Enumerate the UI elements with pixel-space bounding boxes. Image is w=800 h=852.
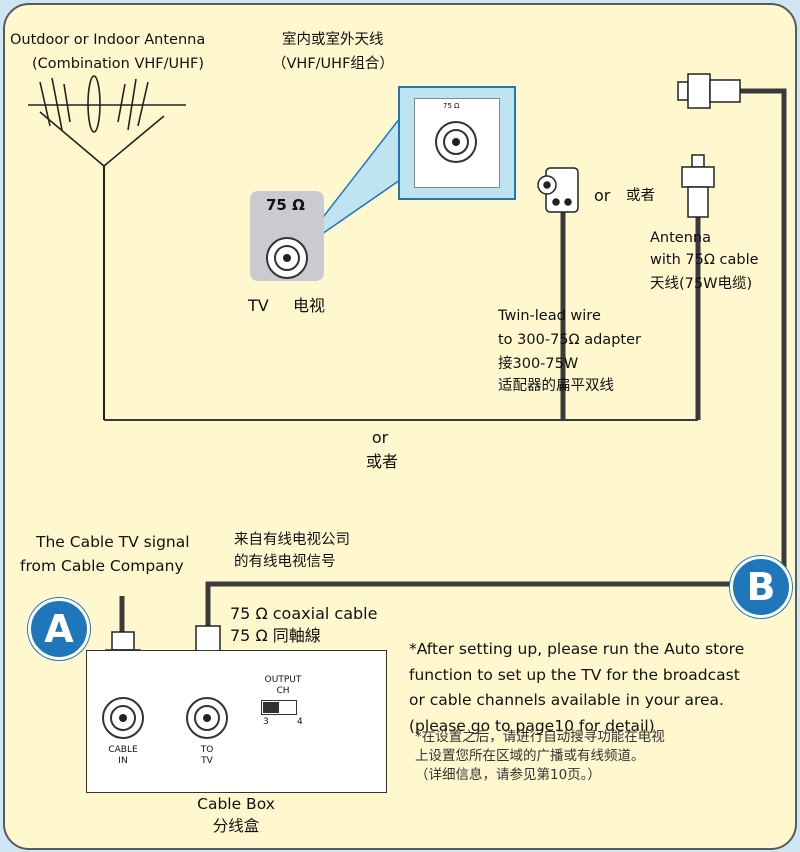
channel-3-label: 3 xyxy=(263,717,269,727)
cable-signal-cn-1: 来自有线电视公司 xyxy=(234,532,350,548)
twinlead-line4: 适配器的扁平双线 xyxy=(498,378,614,394)
twinlead-line2: to 300-75Ω adapter xyxy=(498,332,641,348)
cable-in-jack-icon xyxy=(102,697,144,739)
note-cn-2: 上设置您所在区域的广播或有线频道。 xyxy=(415,748,645,764)
cable-signal-en-1: The Cable TV signal xyxy=(36,533,190,551)
tv-ohm-label: 75 Ω xyxy=(266,196,305,214)
tv-label-en: TV xyxy=(248,296,269,315)
middle-or-cn: 或者 xyxy=(365,452,398,471)
antenna-label-cn-2: （VHF/UHF组合） xyxy=(272,56,394,72)
antenna-icon xyxy=(28,75,186,420)
output-label-1: OUTPUT xyxy=(264,675,302,685)
twinlead-line1: Twin-lead wire xyxy=(498,308,601,324)
tv-jack-zoom-callout: 75 Ω xyxy=(398,86,516,200)
antenna-label-en-2: (Combination VHF/UHF) xyxy=(32,56,205,72)
note-cn-3: （详细信息，请参见第10页。） xyxy=(415,767,601,783)
cable-box-label-en: Cable Box xyxy=(197,795,275,813)
tv-jack-panel: 75 Ω xyxy=(250,191,324,281)
antenna-label-cn-1: 室内或室外天线 xyxy=(282,32,384,48)
to-tv-jack-icon xyxy=(186,697,228,739)
tv-label-cn: 电视 xyxy=(293,296,326,315)
cable-box: CABLE IN TO TV OUTPUT CH 3 4 xyxy=(86,650,387,793)
antenna-label-en-1: Outdoor or Indoor Antenna xyxy=(10,32,206,48)
note-en-2: function to set up the TV for the broadc… xyxy=(409,665,740,684)
note-en-4: (please go to page10 for detail) xyxy=(409,716,655,735)
output-label-2: CH xyxy=(276,686,290,696)
output-channel-switch[interactable] xyxy=(261,700,297,715)
badge-b: B xyxy=(730,556,792,618)
coax-plug-icon xyxy=(681,154,715,218)
twin-lead-adapter-icon xyxy=(537,167,579,213)
note-en-3: or cable channels available in your area… xyxy=(409,691,724,709)
coaxial-label-cn: 75 Ω 同軸線 xyxy=(230,626,321,645)
cable-in-label-1: CABLE xyxy=(108,745,138,755)
twinlead-line3: 接300-75W xyxy=(498,356,579,372)
setup-note: *After setting up, please run the Auto s… xyxy=(409,637,784,739)
to-tv-label-1: TO xyxy=(200,745,214,755)
note-cn-1: *在设置之后，请进行自动搜寻功能在电视 xyxy=(415,729,665,745)
switch-knob xyxy=(263,702,279,713)
setup-note-cn: *在设置之后，请进行自动搜寻功能在电视 上设置您所在区域的广播或有线频道。 （详… xyxy=(415,728,775,785)
cable-in-plug-icon xyxy=(111,631,135,651)
badge-a: A xyxy=(28,598,90,660)
cable-in-label-2: IN xyxy=(118,756,128,766)
zoom-ohm-label: 75 Ω xyxy=(443,102,460,110)
coax-antenna-line2: with 75Ω cable xyxy=(650,252,759,268)
cable-box-label-cn: 分线盒 xyxy=(212,817,260,835)
twinlead-or-cn: 或者 xyxy=(626,188,655,204)
cable-signal-cn-2: 的有线电视信号 xyxy=(234,554,336,570)
tv-antenna-jack-icon xyxy=(266,237,308,279)
cable-signal-en-2: from Cable Company xyxy=(20,557,184,575)
coax-plug-top-icon xyxy=(677,73,741,109)
coax-antenna-line1: Antenna xyxy=(650,230,711,246)
note-en-1: *After setting up, please run the Auto s… xyxy=(409,640,745,658)
middle-or-en: or xyxy=(371,428,389,447)
to-tv-label-2: TV xyxy=(201,756,213,766)
coax-antenna-line3: 天线(75W电缆) xyxy=(650,276,753,292)
coaxial-label-en: 75 Ω coaxial cable xyxy=(230,604,378,623)
twinlead-or-en: or xyxy=(594,186,611,205)
channel-4-label: 4 xyxy=(297,717,303,727)
zoom-jack-icon xyxy=(435,121,477,163)
